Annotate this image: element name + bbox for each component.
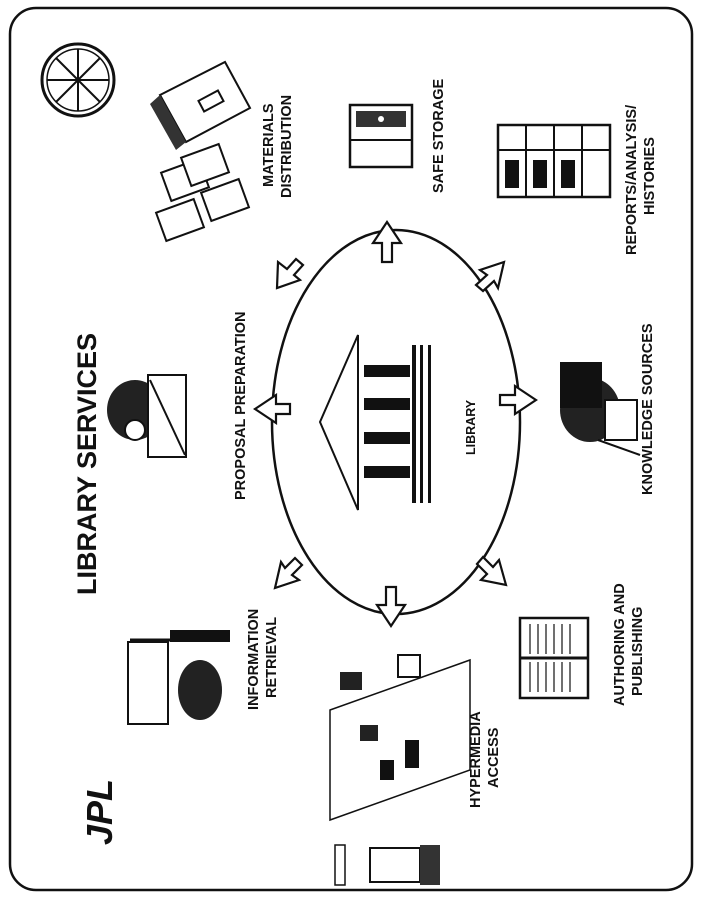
label-safe-storage: SAFE STORAGE [431, 79, 447, 193]
book-illustration [518, 616, 590, 700]
arrow-to-hypermedia [374, 585, 408, 628]
label-materials-line2: DISTRIBUTION [279, 95, 295, 198]
label-hypermedia-line1: HYPERMEDIA [468, 711, 484, 808]
label-proposal-preparation: PROPOSAL PREPARATION [233, 311, 249, 500]
arrow-to-authoring [475, 555, 508, 587]
label-authoring-line1: AUTHORING AND [612, 583, 628, 706]
page-title: LIBRARY SERVICES [72, 333, 102, 595]
file-cabinet-illustration [496, 123, 612, 199]
computer-illustration [334, 844, 440, 886]
hub-label: LIBRARY [464, 399, 478, 455]
information-retrieval-illustration [127, 630, 230, 725]
label-reports-line1: REPORTS/ANALYSIS/ [624, 105, 640, 255]
label-knowledge-sources: KNOWLEDGE SOURCES [640, 323, 656, 495]
knowledge-sources-illustration [560, 362, 641, 456]
label-information-retrieval-line1: INFORMATION [246, 609, 262, 710]
materials-distribution-illustration [150, 60, 252, 243]
label-materials-line1: MATERIALS [261, 103, 277, 187]
arrow-to-knowledge [498, 383, 538, 417]
orange-slice-emblem [40, 42, 116, 118]
jpl-logo: JPL [79, 779, 120, 845]
arrow-to-reports [474, 260, 506, 293]
label-reports-line2: HISTORIES [642, 137, 658, 215]
label-information-retrieval-line2: RETRIEVAL [264, 617, 280, 698]
page-frame [8, 6, 694, 892]
hypermedia-illustration [329, 654, 471, 822]
proposal-preparation-illustration [107, 374, 187, 458]
label-authoring-line2: PUBLISHING [630, 607, 646, 696]
safe-storage-illustration [348, 103, 414, 169]
arrow-to-proposal [253, 392, 292, 426]
arrow-to-information [273, 556, 304, 590]
arrows [253, 220, 538, 628]
label-hypermedia-line2: ACCESS [486, 727, 502, 788]
arrow-to-safe-storage [370, 220, 404, 264]
library-building-icon [318, 334, 431, 511]
arrow-to-materials [275, 257, 305, 290]
